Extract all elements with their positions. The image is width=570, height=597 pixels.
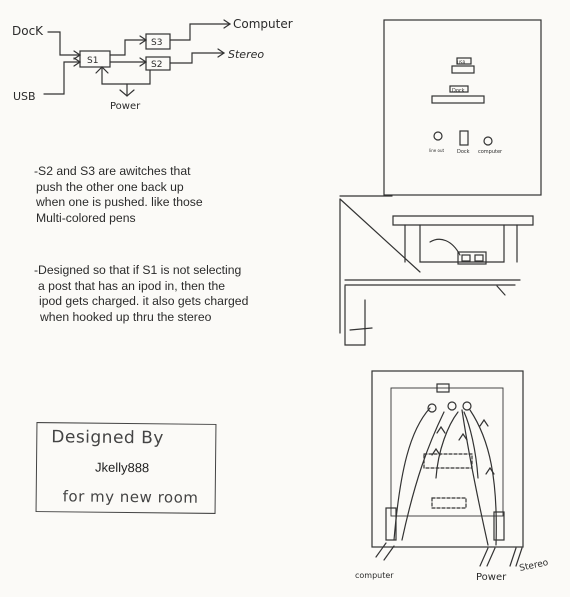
credit-title: Designed By [51,427,164,449]
label-stereo: Stereo [228,48,264,61]
switch-s3-box [145,33,171,50]
back-label-computer: computer [355,571,394,580]
front-label-usb: USB [457,60,465,65]
back-view-sketch [371,370,524,567]
front-label-dock: Dock [457,149,470,155]
front-panel-outline [383,19,542,196]
label-s3: S3 [151,38,162,48]
note-line: -Designed so that if S1 is not selecting [34,263,242,277]
front-label-line-out: line out [429,148,444,153]
note-line: -S2 and S3 are awitches that [34,164,191,178]
switch-s1-box [79,50,111,68]
notes-charging: -Designed so that if S1 is not selecting… [34,263,248,325]
front-label-computer: computer [478,149,503,155]
label-s2: S2 [151,60,162,70]
note-line: a post that has an ipod in, then the [38,278,226,293]
notes-switches: -S2 and S3 are awitches that push the ot… [34,164,203,226]
credit-name: Jkelly888 [94,459,150,476]
circuit-schematic [43,19,232,97]
note-line: Multi-colored pens [36,210,136,225]
front-panel-sketch [383,19,542,196]
back-panel-outline [371,370,524,548]
label-power: Power [110,101,141,112]
note-line: when one is pushed. like those [36,195,203,209]
note-line: push the other one back up [36,179,184,194]
side-view-sketch [339,195,534,346]
back-label-power: Power [476,572,507,583]
label-computer: Computer [233,17,293,31]
note-line: ipod gets charged. it also gets charged [39,294,249,308]
front-label-dock-slot: Dock [452,88,465,94]
label-usb: USB [13,90,36,103]
note-line: when hooked up thru the stereo [40,309,212,324]
credit-box: Designed By Jkelly888 for my new room [35,422,217,514]
label-s1: S1 [87,56,98,66]
label-dock: DocK [12,24,44,38]
back-label-stereo: Stereo [519,558,550,574]
credit-subtitle: for my new room [62,487,199,507]
